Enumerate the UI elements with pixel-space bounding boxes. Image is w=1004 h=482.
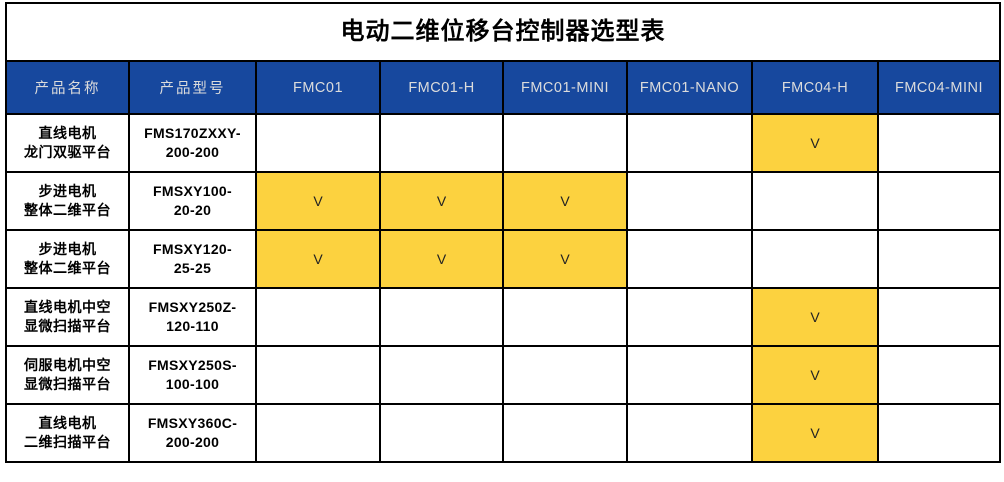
product-model-cell: FMS170ZXXY- 200-200 <box>128 113 257 173</box>
column-header-c2[interactable]: FMC01-H <box>379 60 504 115</box>
table-title-row: 电动二维位移台控制器选型表 <box>5 2 1001 62</box>
compatibility-mark-cell-selected[interactable]: V <box>255 171 381 231</box>
column-header-name[interactable]: 产品名称 <box>5 60 130 115</box>
table-row: 直线电机龙门双驱平台 FMS170ZXXY- 200-200 V <box>5 113 1001 173</box>
table-row: 直线电机二维扫描平台 FMSXY360C- 200-200 V <box>5 403 1001 463</box>
product-name-cell: 伺服电机中空显微扫描平台 <box>5 345 130 405</box>
compatibility-mark-cell-empty[interactable] <box>379 113 504 173</box>
product-model-line-2: 100-100 <box>165 376 220 392</box>
compatibility-mark-cell-empty[interactable] <box>502 403 628 463</box>
compatibility-mark-cell-empty[interactable] <box>502 287 628 347</box>
compatibility-mark-cell-empty[interactable] <box>877 171 1001 231</box>
compatibility-mark-cell-empty[interactable] <box>626 345 753 405</box>
compatibility-mark-cell-empty[interactable] <box>379 287 504 347</box>
product-model-line-2: 25-25 <box>173 260 212 276</box>
compatibility-mark-cell-empty[interactable] <box>379 403 504 463</box>
product-name-line-1: 直线电机 <box>38 415 97 432</box>
product-name-cell: 直线电机龙门双驱平台 <box>5 113 130 173</box>
product-model-line-1: FMSXY250S- <box>148 357 237 374</box>
product-model-cell: FMSXY120- 25-25 <box>128 229 257 289</box>
product-model-cell: FMSXY250Z- 120-110 <box>128 287 257 347</box>
product-model-line-2: 20-20 <box>173 202 212 218</box>
compatibility-mark-cell-selected[interactable]: V <box>379 171 504 231</box>
product-name-line-2: 龙门双驱平台 <box>24 144 111 160</box>
compatibility-mark-cell-empty[interactable] <box>379 345 504 405</box>
product-name-line-2: 整体二维平台 <box>24 260 111 276</box>
product-model-cell: FMSXY360C- 200-200 <box>128 403 257 463</box>
product-name-line-1: 伺服电机中空 <box>24 357 111 374</box>
compatibility-mark-cell-selected[interactable]: V <box>751 345 879 405</box>
product-name-line-2: 显微扫描平台 <box>24 318 111 334</box>
compatibility-mark-cell-empty[interactable] <box>626 229 753 289</box>
compatibility-mark-cell-empty[interactable] <box>255 403 381 463</box>
compatibility-mark-cell-selected[interactable]: V <box>502 171 628 231</box>
product-model-line-2: 200-200 <box>165 144 220 160</box>
compatibility-mark-cell-selected[interactable]: V <box>751 403 879 463</box>
product-name-cell: 步进电机整体二维平台 <box>5 171 130 231</box>
compatibility-mark-cell-empty[interactable] <box>255 113 381 173</box>
table-row: 直线电机中空显微扫描平台 FMSXY250Z- 120-110 V <box>5 287 1001 347</box>
product-name-line-1: 直线电机 <box>38 125 97 142</box>
compatibility-mark-cell-selected[interactable]: V <box>751 113 879 173</box>
compatibility-mark-cell-selected[interactable]: V <box>502 229 628 289</box>
column-header-c3[interactable]: FMC01-MINI <box>502 60 628 115</box>
compatibility-mark-cell-empty[interactable] <box>502 345 628 405</box>
product-model-line-1: FMSXY120- <box>153 241 232 258</box>
product-name-cell: 直线电机中空显微扫描平台 <box>5 287 130 347</box>
compatibility-mark-cell-empty[interactable] <box>626 171 753 231</box>
compatibility-mark-cell-empty[interactable] <box>877 113 1001 173</box>
compatibility-mark-cell-empty[interactable] <box>502 113 628 173</box>
product-name-line-1: 步进电机 <box>38 183 97 200</box>
compatibility-mark-cell-empty[interactable] <box>626 113 753 173</box>
compatibility-mark-cell-empty[interactable] <box>255 287 381 347</box>
compatibility-mark-cell-selected[interactable]: V <box>255 229 381 289</box>
product-name-cell: 直线电机二维扫描平台 <box>5 403 130 463</box>
column-header-c4[interactable]: FMC01-NANO <box>626 60 753 115</box>
product-model-cell: FMSXY250S- 100-100 <box>128 345 257 405</box>
product-model-line-1: FMS170ZXXY- <box>144 125 241 142</box>
product-model-line-1: FMSXY360C- <box>147 415 238 432</box>
column-header-model[interactable]: 产品型号 <box>128 60 257 115</box>
compatibility-mark-cell-empty[interactable] <box>877 403 1001 463</box>
compatibility-mark-cell-empty[interactable] <box>751 229 879 289</box>
compatibility-mark-cell-selected[interactable]: V <box>379 229 504 289</box>
table-row: 伺服电机中空显微扫描平台 FMSXY250S- 100-100 V <box>5 345 1001 405</box>
product-model-line-2: 120-110 <box>166 318 219 334</box>
page-title: 电动二维位移台控制器选型表 <box>5 2 1001 62</box>
compatibility-mark-cell-empty[interactable] <box>626 287 753 347</box>
compatibility-mark-cell-empty[interactable] <box>877 345 1001 405</box>
compatibility-mark-cell-empty[interactable] <box>751 171 879 231</box>
compatibility-mark-cell-empty[interactable] <box>877 287 1001 347</box>
compatibility-mark-cell-empty[interactable] <box>626 403 753 463</box>
product-name-line-2: 二维扫描平台 <box>24 434 111 450</box>
product-model-line-1: FMSXY250Z- <box>148 299 237 316</box>
column-header-c5[interactable]: FMC04-H <box>751 60 879 115</box>
column-header-c1[interactable]: FMC01 <box>255 60 381 115</box>
product-name-line-2: 显微扫描平台 <box>24 376 111 392</box>
column-header-c6[interactable]: FMC04-MINI <box>877 60 1001 115</box>
product-name-line-1: 步进电机 <box>38 241 97 258</box>
product-name-line-2: 整体二维平台 <box>24 202 111 218</box>
product-name-line-1: 直线电机中空 <box>24 299 111 316</box>
compatibility-mark-cell-empty[interactable] <box>877 229 1001 289</box>
product-model-cell: FMSXY100- 20-20 <box>128 171 257 231</box>
product-name-cell: 步进电机整体二维平台 <box>5 229 130 289</box>
product-model-line-1: FMSXY100- <box>153 183 232 200</box>
compatibility-mark-cell-selected[interactable]: V <box>751 287 879 347</box>
compatibility-mark-cell-empty[interactable] <box>255 345 381 405</box>
product-model-line-2: 200-200 <box>165 434 220 450</box>
